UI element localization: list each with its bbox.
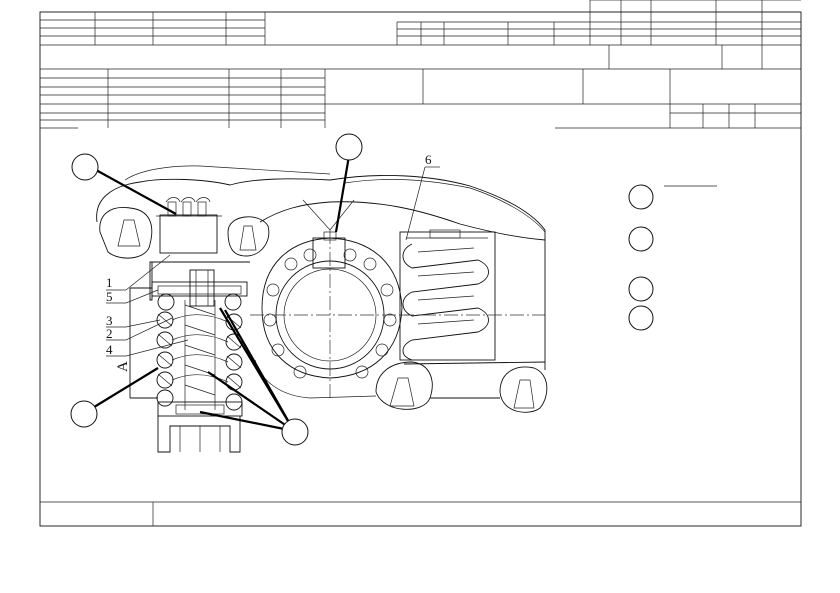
answer-bubble-4 (628, 305, 654, 331)
answer-bubble-3 (628, 276, 654, 302)
answer-bubble-2 (628, 226, 654, 252)
mechanism-drawing (96, 165, 548, 453)
label-1: 1 (106, 275, 113, 290)
bubble-bottom-center (281, 418, 309, 446)
sheet-frame (39, 11, 802, 527)
label-5: 5 (106, 289, 113, 304)
label-3: 3 (106, 313, 113, 328)
bubble-top-left (71, 153, 99, 181)
number-leaders (106, 166, 440, 357)
answer-bubble-1 (628, 184, 654, 210)
answer-key (628, 184, 717, 331)
view-A-label: А (115, 361, 131, 372)
drawing-bubbles (70, 133, 363, 446)
bubble-leaders (85, 149, 352, 433)
bubble-top-center (335, 133, 363, 161)
label-6: 6 (425, 152, 432, 167)
label-4: 4 (106, 342, 113, 357)
title-block-grid (40, 0, 801, 526)
callout-labels: 1 5 3 2 4 6 А (106, 152, 432, 372)
bubble-bottom-left (70, 400, 98, 428)
label-2: 2 (106, 326, 113, 341)
